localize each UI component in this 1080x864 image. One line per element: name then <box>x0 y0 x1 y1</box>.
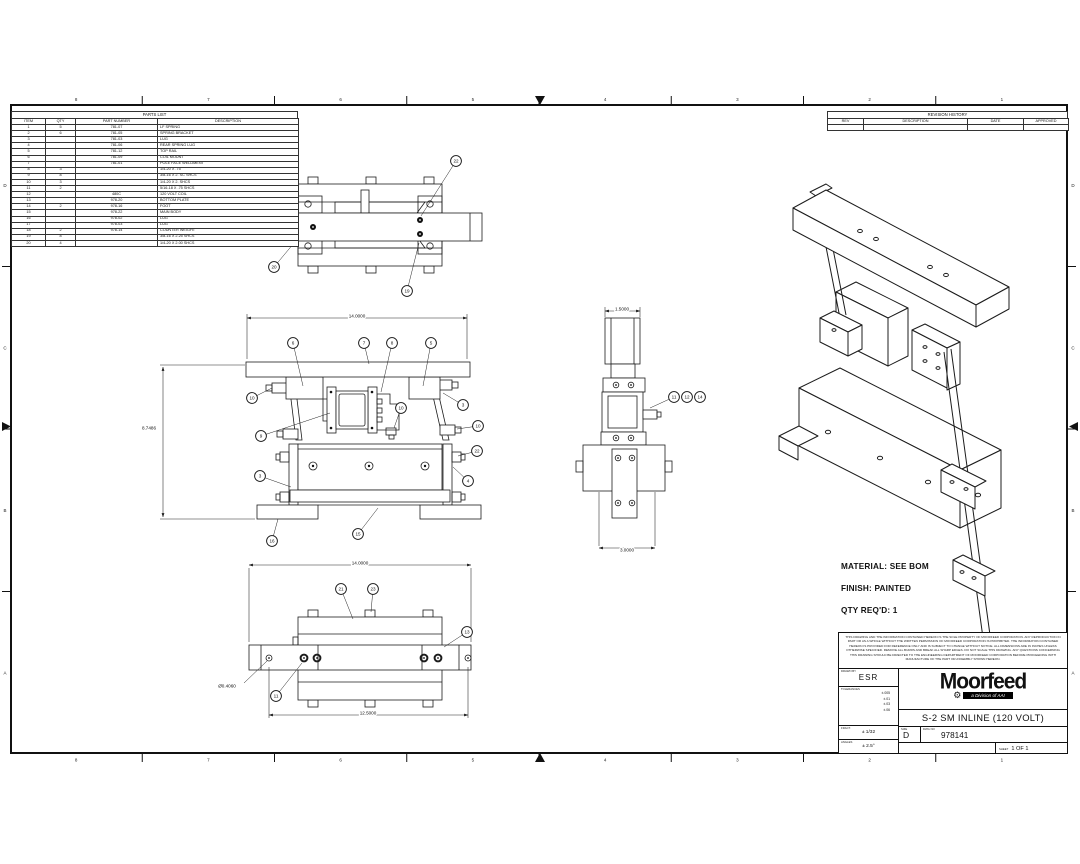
gear-icon: ⚙ <box>953 690 962 700</box>
proprietary-note: THIS DRAWING AND THE INFORMATION CONTAIN… <box>839 633 1067 669</box>
size-cell: SIZE D <box>899 727 921 742</box>
parts-list-title: PARTS LIST <box>11 111 298 118</box>
svg-text:A: A <box>1071 670 1074 675</box>
svg-text:2: 2 <box>868 97 871 102</box>
svg-text:1: 1 <box>1001 758 1004 763</box>
tolerances-cell: TOLERANCES ±.005 ±.01 ±.03 ±.06 <box>839 687 898 726</box>
drawing-title: S-2 SM INLINE (120 VOLT) <box>899 710 1067 727</box>
svg-text:2: 2 <box>868 758 871 763</box>
svg-text:6: 6 <box>339 97 342 102</box>
top-view <box>245 176 483 274</box>
svg-text:15: 15 <box>355 532 361 537</box>
front-view <box>245 361 482 520</box>
balloon-callouts: 22 20 19 6 7 8 5 10 9 3 10 22 4 3 10 16 15 11 12 14 21 23 13 11 <box>246 155 706 702</box>
title-block: THIS DRAWING AND THE INFORMATION CONTAIN… <box>838 632 1068 754</box>
svg-text:D: D <box>3 183 7 188</box>
fraction-tolerance-cell: FRACT. ± 1/32 <box>839 726 898 740</box>
svg-text:22: 22 <box>474 449 480 454</box>
company-logo: Moorfeed ⚙ a Division of AAI <box>899 669 1067 710</box>
svg-text:Ø0.4060: Ø0.4060 <box>218 684 236 689</box>
svg-text:16: 16 <box>269 539 275 544</box>
svg-text:8: 8 <box>75 758 78 763</box>
svg-text:3: 3 <box>736 758 739 763</box>
svg-text:22: 22 <box>453 159 459 164</box>
svg-text:1.5000: 1.5000 <box>615 307 629 312</box>
svg-text:8: 8 <box>75 97 78 102</box>
isometric-view <box>778 183 1010 700</box>
svg-text:23: 23 <box>370 587 376 592</box>
svg-text:10: 10 <box>249 396 255 401</box>
svg-text:7: 7 <box>363 341 366 346</box>
svg-text:C: C <box>3 345 7 350</box>
revision-history-title: REVISION HISTORY <box>827 111 1068 118</box>
svg-text:6: 6 <box>292 341 295 346</box>
side-view <box>575 317 673 519</box>
qty-note: QTY REQ'D: 1 <box>841 606 898 615</box>
drawing-number-value: 978141 <box>941 731 969 741</box>
svg-text:A: A <box>3 670 6 675</box>
bottom-view <box>243 609 472 708</box>
svg-text:6: 6 <box>339 758 342 763</box>
svg-text:3.0000: 3.0000 <box>620 548 634 553</box>
dimension-lines <box>160 307 656 718</box>
svg-text:14.0000: 14.0000 <box>352 561 369 566</box>
svg-text:3: 3 <box>462 403 465 408</box>
svg-text:B: B <box>3 508 6 513</box>
angle-tolerance-cell: ANGLES ± 2.5° <box>841 740 875 750</box>
svg-text:B: B <box>1071 508 1074 513</box>
svg-text:4: 4 <box>604 758 607 763</box>
finish-note: FINISH: PAINTED <box>841 584 912 593</box>
general-notes: MATERIAL: SEE BOM FINISH: PAINTED QTY RE… <box>841 556 1041 622</box>
svg-text:12.5000: 12.5000 <box>360 711 377 716</box>
drawn-by-value: ESR <box>858 673 879 683</box>
svg-text:3: 3 <box>736 97 739 102</box>
drawn-by-cell: DRAWN BY ESR <box>839 669 898 687</box>
svg-text:5: 5 <box>430 341 433 346</box>
svg-text:5: 5 <box>472 97 475 102</box>
svg-text:8.7486: 8.7486 <box>142 426 156 431</box>
sheet-border <box>10 104 1068 754</box>
size-value: D <box>903 730 910 741</box>
svg-text:D: D <box>1071 183 1075 188</box>
svg-text:10: 10 <box>475 424 481 429</box>
sheet-cell: SHEET 1 OF 1 <box>995 743 1067 754</box>
logo-wordmark: Moorfeed <box>939 669 1028 694</box>
svg-text:12: 12 <box>684 395 690 400</box>
svg-text:3: 3 <box>259 474 262 479</box>
svg-text:9: 9 <box>260 434 263 439</box>
svg-text:1: 1 <box>1001 97 1004 102</box>
material-note: MATERIAL: SEE BOM <box>841 562 929 571</box>
logo-tagline: a Division of AAI <box>963 691 1013 700</box>
svg-text:4: 4 <box>604 97 607 102</box>
svg-text:13: 13 <box>464 630 470 635</box>
svg-text:10: 10 <box>398 406 404 411</box>
svg-text:7: 7 <box>207 97 210 102</box>
svg-text:20: 20 <box>271 265 277 270</box>
dimension-labels: 14.0000 8.7486 1.5000 3.0000 14.0000 12.5000 Ø… <box>141 305 636 716</box>
svg-text:5: 5 <box>472 758 475 763</box>
svg-text:14: 14 <box>697 395 703 400</box>
sheet-value: 1 OF 1 <box>1011 745 1029 752</box>
svg-text:C: C <box>1071 345 1075 350</box>
svg-text:8: 8 <box>391 341 394 346</box>
svg-text:19: 19 <box>404 289 410 294</box>
drawing-number-cell: DWG NO 978141 <box>921 727 1067 742</box>
svg-text:7: 7 <box>207 758 210 763</box>
svg-text:21: 21 <box>338 587 344 592</box>
svg-text:14.0000: 14.0000 <box>349 314 366 319</box>
svg-text:11: 11 <box>274 694 279 699</box>
svg-text:4: 4 <box>467 479 470 484</box>
svg-text:11: 11 <box>672 395 677 400</box>
